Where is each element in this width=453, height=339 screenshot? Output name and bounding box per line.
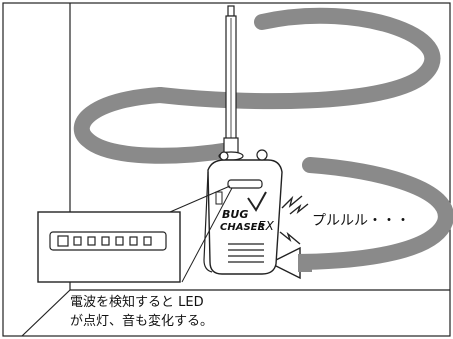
led-segment-3 (87, 236, 96, 246)
floor-diagonal (21, 289, 71, 337)
antenna-tip (227, 5, 235, 17)
led-segment-5 (115, 236, 124, 246)
led-segment-6 (129, 236, 138, 246)
side-switch-icon (215, 191, 223, 205)
wave-arrowhead (268, 246, 312, 280)
led-segment-2 (73, 236, 82, 246)
sound-waves-icon (279, 195, 309, 245)
bug-chaser-device: BUG CHASER EX (203, 149, 283, 275)
device-case (207, 159, 283, 275)
led-panel (37, 211, 181, 283)
wave-middle (73, 87, 238, 164)
wave-lower (282, 157, 453, 270)
sound-effect-text: プルルル・・・ (312, 213, 410, 229)
signal-wave (73, 7, 453, 270)
brand-line2: CHASER (220, 222, 265, 233)
callout-lines (169, 185, 233, 283)
led-segment-1 (57, 235, 69, 247)
knob-left-icon (219, 151, 229, 161)
caption-line2: が点灯、音も変化する。 (70, 313, 213, 329)
frame-border (2, 2, 451, 337)
speaker-grille (228, 243, 264, 263)
led-segment-4 (101, 236, 110, 246)
device-side-edge (203, 171, 213, 273)
brand-suffix: EX (258, 219, 275, 233)
checkmark-logo-icon (247, 191, 267, 212)
brand-line1: BUG (222, 208, 248, 221)
led-segment-7 (143, 236, 152, 246)
antenna (218, 5, 244, 161)
caption-line1: 電波を検知すると LED (70, 294, 204, 310)
led-window (227, 179, 263, 189)
knob-right-icon (256, 149, 268, 161)
wave-top (152, 7, 441, 110)
